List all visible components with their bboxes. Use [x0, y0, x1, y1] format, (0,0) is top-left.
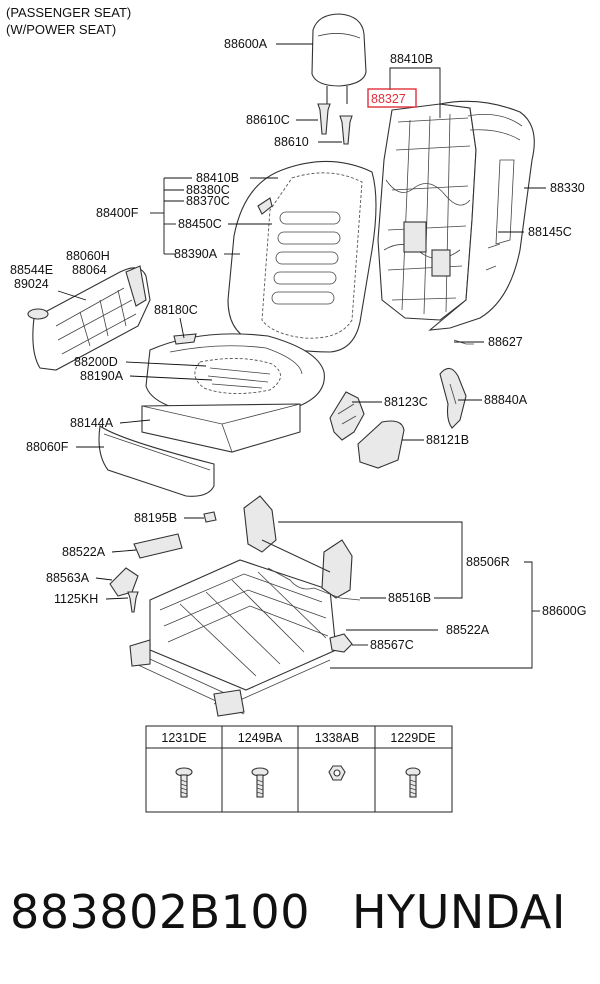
label-88450c: 88450C	[178, 217, 222, 231]
label-88060f: 88060F	[26, 440, 69, 454]
headrest-guide-88610c	[317, 103, 331, 135]
label-88380c: 88380C	[186, 183, 230, 197]
bolt-1125kh	[127, 591, 139, 613]
leader-lines	[57, 43, 546, 669]
harness-88516b	[267, 567, 361, 601]
label-88410b: 88410B	[196, 171, 239, 185]
brand-name: HYUNDAI	[352, 885, 566, 939]
clip-88567c	[329, 633, 353, 653]
label-88180c: 88180C	[154, 303, 198, 317]
label-88840a: 88840A	[484, 393, 528, 407]
table-header-1231de: 1231DE	[161, 731, 206, 745]
callout-labels: 88600A 88410B 88327 88610C 88610 88330 8…	[10, 37, 586, 652]
label-89024: 89024	[14, 277, 49, 291]
cap-88563a	[109, 567, 139, 597]
headrest-guide-88610	[339, 115, 353, 145]
label-88330: 88330	[550, 181, 585, 195]
label-88121b: 88121B	[426, 433, 469, 447]
label-88544e: 88544E	[10, 263, 53, 277]
seat-cushion-frame	[129, 559, 337, 717]
label-88200d: 88200D	[74, 355, 118, 369]
label-88567c: 88567C	[370, 638, 414, 652]
knob-88544e	[27, 308, 49, 320]
label-88610: 88610	[274, 135, 309, 149]
label-88060h: 88060H	[66, 249, 110, 263]
wire-88627	[453, 339, 474, 345]
label-88563a: 88563A	[46, 571, 90, 585]
label-1125kh: 1125KH	[54, 592, 98, 606]
label-88410b-top: 88410B	[390, 52, 433, 66]
highlight-88327	[367, 88, 417, 108]
screw-icon	[405, 767, 421, 798]
label-88400f: 88400F	[96, 206, 139, 220]
label-88600g: 88600G	[542, 604, 586, 618]
label-88516b: 88516B	[388, 591, 431, 605]
cushion-pad	[141, 403, 301, 453]
label-88610c: 88610C	[246, 113, 290, 127]
label-88327: 88327	[371, 92, 406, 106]
label-88627: 88627	[488, 335, 523, 349]
table-header-1249ba: 1249BA	[238, 731, 283, 745]
bolt-icon	[175, 767, 193, 798]
screw-88195b	[203, 511, 217, 523]
front-cover-88060f	[98, 425, 215, 497]
bolt-icon	[251, 767, 269, 798]
header-passenger-seat: (PASSENGER SEAT)	[6, 5, 131, 20]
seat-back-cover	[227, 160, 377, 353]
table-header-1229de: 1229DE	[390, 731, 435, 745]
label-88190a: 88190A	[80, 369, 124, 383]
label-88145c: 88145C	[528, 225, 572, 239]
fastener-table: 1231DE 1249BA 1338AB 1229DE	[145, 725, 453, 813]
lever-88123c	[329, 391, 365, 441]
label-88064: 88064	[72, 263, 107, 277]
label-88522a-right: 88522A	[446, 623, 490, 637]
label-88144a: 88144A	[70, 416, 114, 430]
table-header-1338ab: 1338AB	[315, 731, 359, 745]
label-88195b: 88195B	[134, 511, 177, 525]
seat-back-board	[428, 100, 535, 331]
handle-88840a	[439, 367, 467, 429]
label-88123c: 88123C	[384, 395, 428, 409]
label-88506r: 88506R	[466, 555, 510, 569]
label-88600a: 88600A	[224, 37, 268, 51]
recliner-bracket	[243, 495, 353, 599]
bracket-88522a	[133, 533, 183, 559]
header-power-seat: (W/POWER SEAT)	[6, 22, 116, 37]
label-88390a: 88390A	[174, 247, 218, 261]
label-88370c: 88370C	[186, 194, 230, 208]
label-88522a-left: 88522A	[62, 545, 106, 559]
headrest	[311, 13, 367, 104]
nut-icon	[328, 765, 346, 781]
side-cover-88060h	[32, 265, 151, 371]
seat-back-frame	[377, 103, 477, 321]
cover-88121b	[357, 420, 405, 469]
part-number: 883802B100	[10, 885, 310, 939]
